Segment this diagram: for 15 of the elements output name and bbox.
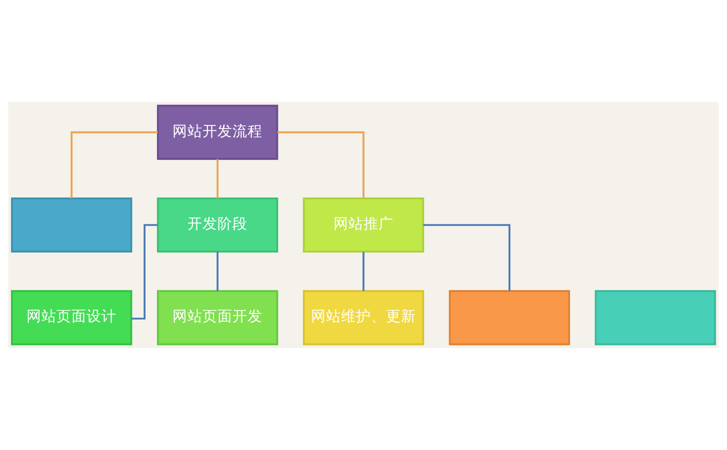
connector: [277, 131, 364, 198]
connector: [362, 252, 364, 291]
node-box: [11, 197, 132, 253]
node-box: 网站页面设计: [11, 290, 132, 346]
node-box: 网站维护、更新: [302, 290, 424, 346]
node-box: [448, 290, 570, 346]
node-box: 网站推广: [302, 197, 424, 253]
connector: [423, 224, 510, 291]
node-box: 开发阶段: [156, 197, 278, 253]
connector: [216, 159, 218, 198]
connector: [70, 131, 158, 198]
node-box: [594, 290, 716, 346]
connector: [216, 252, 218, 291]
node-box: 网站页面开发: [156, 290, 278, 346]
node-box: 网站开发流程: [156, 104, 278, 160]
